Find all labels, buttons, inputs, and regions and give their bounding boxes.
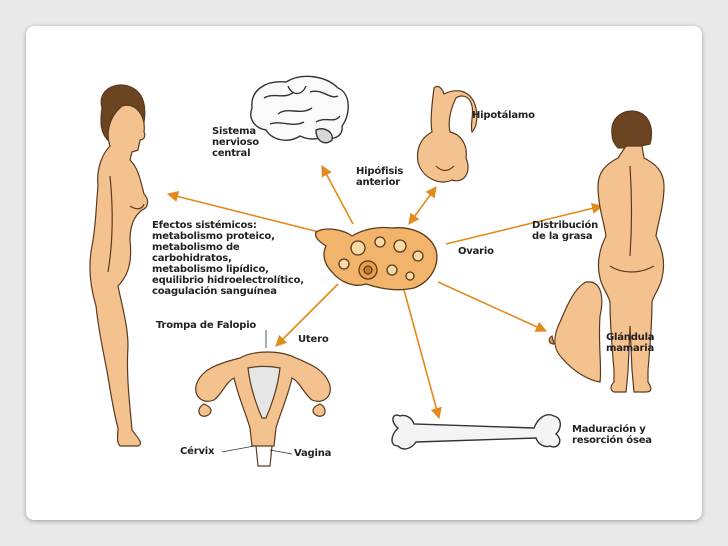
label-efectos-sistemicos: Efectos sistémicos: metabolismo proteico… (152, 220, 304, 297)
arrow-to-bone (403, 289, 442, 420)
label-glandula-mamaria: Glándula mamaria (606, 332, 655, 354)
slide-card: Sistema nervioso central Hipotálamo Hipó… (26, 26, 702, 520)
woman-side-figure (89, 84, 149, 447)
label-sistema-nervioso: Sistema nervioso central (212, 126, 259, 159)
arrow-to-nervous-system (321, 165, 354, 225)
label-utero: Utero (298, 334, 329, 345)
ovary-illustration (314, 226, 438, 291)
breast-illustration (548, 281, 603, 383)
arrow-to-body-effects (166, 191, 324, 234)
femur-bone-illustration (391, 414, 561, 450)
label-hipofisis: Hipófisis anterior (356, 166, 404, 188)
cervix-leader-line (221, 445, 255, 453)
ovary-effects-diagram (89, 75, 665, 467)
label-hipotalamo: Hipotálamo (472, 110, 535, 121)
label-trompa-falopio: Trompa de Falopio (156, 320, 257, 331)
vagina-leader-line (269, 449, 293, 455)
uterus-illustration (195, 351, 331, 467)
arrow-ovary-pituitary (408, 186, 437, 225)
arrow-to-fat-distribution (445, 202, 604, 245)
label-distribucion-grasa: Distribución de la grasa (532, 220, 599, 242)
brain-illustration (250, 75, 349, 144)
label-cervix: Cérvix (180, 446, 215, 457)
arrow-to-uterus (275, 283, 339, 347)
pituitary-illustration (416, 85, 478, 183)
label-maduracion-osea: Maduración y resorción ósea (572, 424, 652, 446)
woman-back-figure (597, 110, 665, 393)
label-ovario: Ovario (458, 246, 494, 257)
arrow-to-mammary-gland (437, 281, 548, 332)
label-vagina: Vagina (294, 448, 332, 459)
